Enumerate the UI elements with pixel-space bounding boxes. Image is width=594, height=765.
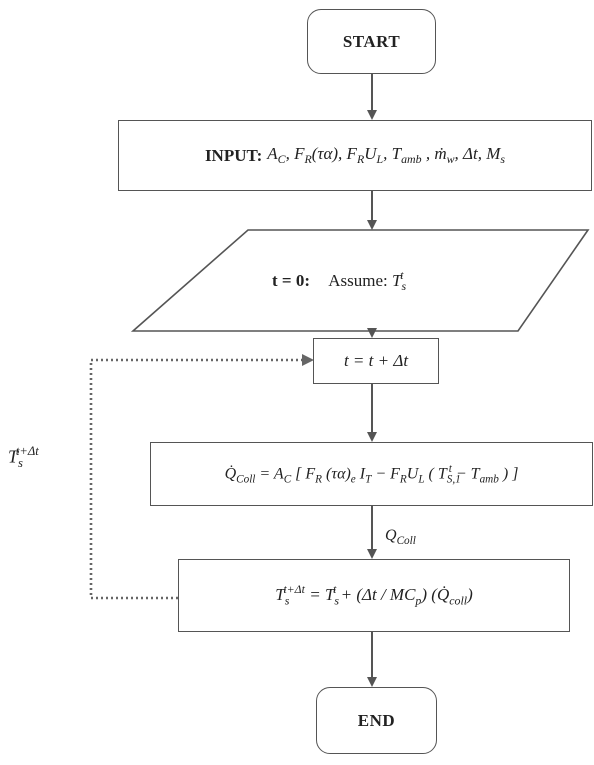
init-text: t = 0: Assume: Tst	[272, 268, 403, 294]
end-label: END	[358, 711, 395, 731]
start-terminal: START	[307, 9, 436, 74]
init-variable: Tst	[392, 271, 403, 290]
start-label: START	[343, 32, 400, 52]
qcoll-edge-label: QColl	[385, 527, 416, 547]
collector-heat-equation: Q̇Coll = AC [ FR (τα)e IT − FRUL ( TS,1t…	[225, 463, 519, 486]
time-step-expression: t = t + Δt	[344, 351, 408, 371]
init-assume: Assume:	[328, 271, 388, 290]
input-variables: AC, FR(τα), FRUL, Tamb , ṁw, Δt, Ms	[267, 144, 505, 167]
end-terminal: END	[316, 687, 437, 754]
feedback-label: Tst+Δt	[8, 444, 39, 471]
input-prefix: INPUT:	[205, 146, 262, 166]
temperature-update-box: Tst+Δt = Tst + (Δt / MCp) (Q̇coll)	[178, 559, 570, 632]
temperature-update-equation: Tst+Δt = Tst + (Δt / MCp) (Q̇coll)	[275, 582, 473, 608]
collector-heat-box: Q̇Coll = AC [ FR (τα)e IT − FRUL ( TS,1t…	[150, 442, 593, 506]
time-step-box: t = t + Δt	[313, 338, 439, 384]
input-box: INPUT: AC, FR(τα), FRUL, Tamb , ṁw, Δt, …	[118, 120, 592, 191]
init-prefix: t = 0:	[272, 271, 310, 290]
